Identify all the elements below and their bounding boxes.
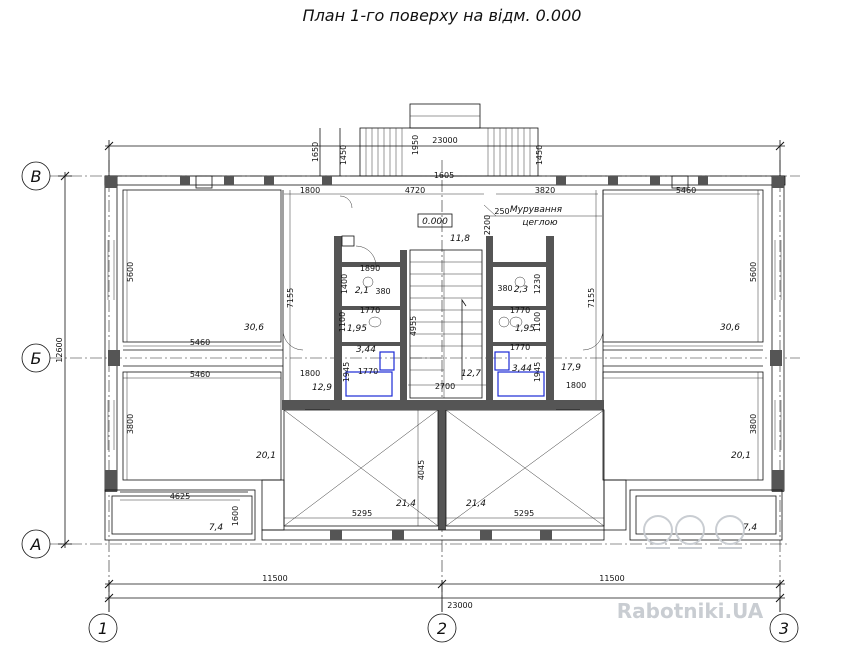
- area-room-top-right: 30,6: [720, 323, 740, 333]
- area-room-bottom-right: 20,1: [731, 451, 751, 461]
- area-wc-right: 2,3: [514, 285, 529, 295]
- plan-title: План 1-го поверху на відм. 0.000: [303, 6, 582, 25]
- area-garage-right: 21,4: [466, 499, 486, 509]
- dim-7155-left: 7155: [286, 288, 295, 308]
- side-windows: [107, 240, 782, 450]
- axis-label-b: Б: [31, 349, 42, 368]
- dim-half-right: 11500: [599, 574, 624, 583]
- axis-bubble-3: [769, 613, 799, 643]
- dim-5460-mid-a: 5460: [190, 338, 210, 347]
- area-garage-left: 21,4: [396, 499, 416, 509]
- axis-label-1: 1: [98, 619, 108, 638]
- dim-porch-1450-left: 1450: [339, 145, 348, 165]
- exterior-walls: [104, 175, 786, 492]
- dim-porch-1950: 1950: [411, 135, 420, 155]
- dim-380-left: 380: [375, 287, 390, 296]
- interior-room-outlines: [122, 189, 764, 481]
- dim-overall-top: 23000: [432, 136, 457, 145]
- interior-dimension-lines: [120, 190, 763, 526]
- dim-1945-left: 1945: [342, 362, 351, 382]
- dim-5460-mid-b: 5460: [190, 370, 210, 379]
- watermark-text: Rabotniki.UA: [617, 599, 764, 623]
- dim-1100-right: 1100: [533, 312, 542, 332]
- dim-3820: 3820: [535, 186, 555, 195]
- dim-2200: 2200: [483, 215, 492, 235]
- dim-1230: 1230: [533, 274, 542, 294]
- masonry-note-line1: Мурування: [510, 205, 563, 215]
- dim-4955: 4955: [409, 316, 418, 336]
- axis-label-v: В: [31, 167, 42, 186]
- level-mark: 0.000: [422, 217, 448, 227]
- area-bath-left: 3,44: [356, 345, 376, 355]
- area-room-top-left: 30,6: [244, 323, 264, 333]
- garages: [261, 400, 627, 541]
- axis-bubble-1: [88, 613, 118, 643]
- dimension-tick-marks: [60, 141, 785, 603]
- area-terrace-left: 7,4: [209, 523, 224, 533]
- axis-label-2: 2: [437, 619, 447, 638]
- axis-label-a: А: [30, 535, 42, 554]
- dim-vertical-total: 12600: [55, 337, 64, 362]
- dim-1800-right-mid: 1800: [566, 381, 586, 390]
- core-walls: [283, 235, 602, 410]
- dim-1890: 1890: [360, 264, 380, 273]
- dim-7155-right: 7155: [587, 288, 596, 308]
- dim-2700: 2700: [435, 382, 455, 391]
- dim-1945-right: 1945: [533, 362, 542, 382]
- dim-3800-right: 3800: [749, 414, 758, 434]
- dim-1605: 1605: [434, 171, 454, 180]
- dim-1770-right-a: 1770: [510, 306, 530, 315]
- area-bath-small-right: 1,95: [515, 324, 535, 334]
- axis-label-3: 3: [779, 619, 789, 638]
- area-terrace-right: 7,4: [743, 523, 758, 533]
- watermark-logo-icon: [643, 515, 745, 549]
- area-corridor-mid: 12,7: [461, 369, 481, 379]
- dim-3800-left: 3800: [126, 414, 135, 434]
- terraces: [104, 489, 783, 541]
- dim-4720: 4720: [405, 186, 425, 195]
- axis-bubble-a: [21, 529, 51, 559]
- dim-250: 250: [494, 207, 509, 216]
- dim-1800-left-mid: 1800: [300, 369, 320, 378]
- dim-380-right: 380: [497, 284, 512, 293]
- masonry-note-line2: цеглою: [522, 218, 558, 228]
- axis-bubble-b: [21, 343, 51, 373]
- dim-5600-right: 5600: [749, 262, 758, 282]
- area-corridor-left: 12,9: [312, 383, 332, 393]
- plumbing-fixtures: [345, 276, 545, 397]
- dim-5295-right: 5295: [514, 509, 534, 518]
- area-corridor-right: 17,9: [561, 363, 581, 373]
- dim-1600: 1600: [231, 506, 240, 526]
- axis-grid-lines: [50, 160, 800, 615]
- dim-5600-left: 5600: [126, 262, 135, 282]
- area-bath-right: 3,44: [512, 364, 532, 374]
- dim-5460-top-right: 5460: [676, 186, 696, 195]
- area-bath-small-left: 1,95: [347, 324, 367, 334]
- dim-1800-top-left: 1800: [300, 186, 320, 195]
- dim-1770-left-b: 1770: [358, 367, 378, 376]
- dim-5295-left: 5295: [352, 509, 372, 518]
- area-room-bottom-left: 20,1: [256, 451, 276, 461]
- dim-1100-left: 1100: [338, 312, 347, 332]
- dim-overall-bottom: 23000: [447, 601, 472, 610]
- outer-dimension-lines: [58, 128, 785, 612]
- dim-1770-right-b: 1770: [510, 343, 530, 352]
- dim-4625: 4625: [170, 492, 190, 501]
- dim-porch-1450-right: 1450: [535, 145, 544, 165]
- staircase: [409, 249, 483, 399]
- axis-bubble-v: [21, 161, 51, 191]
- dim-porch-1650: 1650: [311, 142, 320, 162]
- level-mark-box: [417, 213, 453, 228]
- door-swings: [282, 195, 604, 351]
- area-wc-left: 2,1: [355, 286, 369, 296]
- dim-1770-left-a: 1770: [360, 306, 380, 315]
- dim-1400: 1400: [340, 274, 349, 294]
- dim-4045: 4045: [417, 460, 426, 480]
- area-hall: 11,8: [450, 234, 470, 244]
- axis-bubble-2: [427, 613, 457, 643]
- axis-bubbles: В Б А 1 2 3: [21, 161, 799, 643]
- dim-half-left: 11500: [262, 574, 287, 583]
